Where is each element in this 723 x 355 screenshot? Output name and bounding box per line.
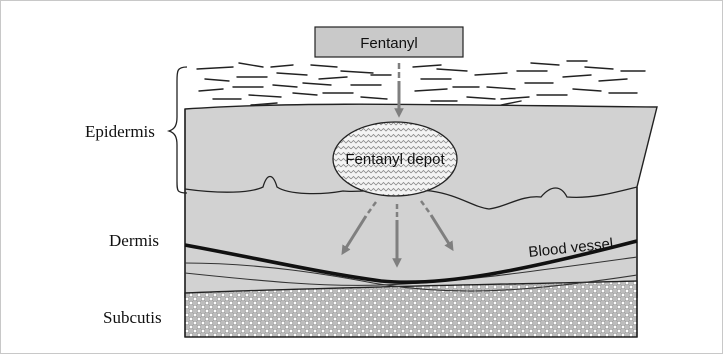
- dermis-label: Dermis: [109, 231, 159, 250]
- fentanyl-depot: Fentanyl depot: [333, 122, 457, 196]
- subcutis-label: Subcutis: [103, 308, 162, 327]
- fentanyl-depot-label: Fentanyl depot: [345, 151, 445, 168]
- fentanyl-box: Fentanyl: [315, 27, 463, 57]
- fentanyl-box-label: Fentanyl: [360, 35, 418, 52]
- epidermis-label: Epidermis: [85, 122, 155, 141]
- stratum-corneum-flakes: [197, 61, 645, 105]
